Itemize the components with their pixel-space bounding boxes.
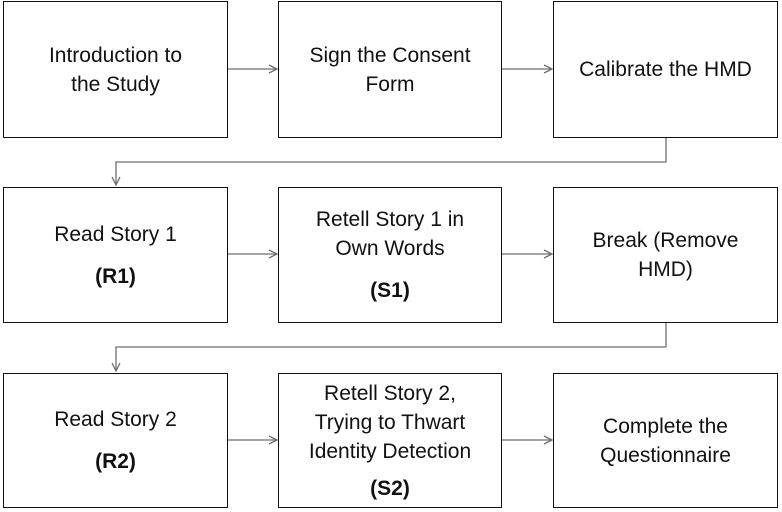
- step-label: Retell Story 2, Trying to Thwart Identit…: [308, 381, 472, 463]
- step-label: Introduction to the Study: [48, 43, 183, 96]
- arrow-calibrate-to-read-story-1: [116, 138, 667, 185]
- step-label: Break (Remove HMD): [592, 229, 739, 281]
- step-retell-story-1: Retell Story 1 in Own Words (S1): [278, 187, 502, 323]
- step-label: Read Story 2: [54, 408, 177, 431]
- step-label: Retell Story 1 in Own Words: [315, 208, 465, 260]
- step-calibrate-hmd: Calibrate the HMD: [553, 1, 778, 138]
- step-code: (S2): [370, 476, 410, 500]
- step-label: Read Story 1: [54, 222, 177, 246]
- step-read-story-2: Read Story 2 (R2): [3, 373, 228, 508]
- step-questionnaire: Complete the Questionnaire: [553, 373, 778, 508]
- step-introduction: Introduction to the Study: [3, 1, 228, 138]
- arrow-break-to-read-story-2: [116, 323, 667, 371]
- step-code: (R1): [95, 264, 136, 288]
- step-read-story-1: Read Story 1 (R1): [3, 187, 228, 323]
- step-label: Calibrate the HMD: [579, 58, 752, 81]
- step-retell-story-2: Retell Story 2, Trying to Thwart Identit…: [278, 373, 502, 508]
- step-code: (S1): [370, 279, 410, 302]
- step-label: Sign the Consent Form: [309, 43, 471, 96]
- step-consent-form: Sign the Consent Form: [278, 1, 502, 138]
- step-code: (R2): [95, 450, 136, 473]
- step-label: Complete the Questionnaire: [600, 414, 731, 467]
- step-break: Break (Remove HMD): [553, 187, 778, 323]
